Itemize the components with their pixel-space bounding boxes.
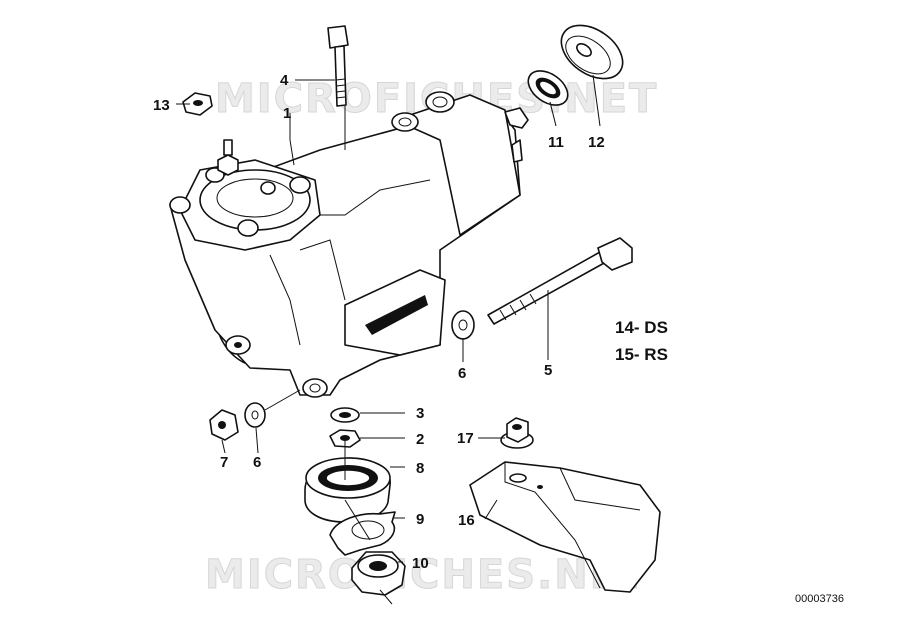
note-ds: 14- DS (615, 318, 668, 337)
watermark-bottom: MICROFICHES.NET (205, 552, 648, 598)
label-12: 12 (588, 134, 605, 151)
label-9: 9 (416, 511, 424, 528)
part-4-bolt (327, 25, 349, 107)
leader-lines (176, 74, 601, 605)
part-13-nut (182, 92, 213, 116)
label-2: 2 (416, 431, 424, 448)
label-6-left: 6 (253, 454, 261, 471)
part-5-bolt (487, 237, 633, 325)
note-rs: 15- RS (615, 345, 668, 364)
part-11-seal (527, 70, 569, 106)
label-16: 16 (458, 512, 475, 529)
part-6-washer-right (451, 310, 475, 340)
part-7-nut (209, 409, 239, 441)
part-labels: 1 2 3 4 5 6 6 7 8 9 10 11 12 13 16 17 (153, 72, 605, 572)
label-11: 11 (548, 134, 564, 151)
label-8: 8 (416, 460, 424, 477)
label-3: 3 (416, 405, 424, 422)
label-5: 5 (544, 362, 552, 379)
diagram-code: 00003736 (795, 593, 844, 605)
part-6-washer-left (244, 402, 266, 428)
part-12-dust-cap (560, 24, 624, 80)
label-13: 13 (153, 97, 170, 114)
part-3-washer (330, 407, 360, 423)
part-10-nut (351, 551, 406, 596)
part-8-seal (304, 457, 391, 523)
part-17-nut (500, 417, 534, 449)
label-6-right: 6 (458, 365, 466, 382)
label-10: 10 (412, 555, 429, 572)
label-17: 17 (457, 430, 474, 447)
part-9-lock-plate (329, 511, 396, 556)
steering-gear-housing (169, 91, 529, 398)
label-7: 7 (220, 454, 228, 471)
part-16-cover (469, 461, 661, 593)
label-4: 4 (280, 72, 289, 89)
label-1: 1 (283, 105, 291, 122)
